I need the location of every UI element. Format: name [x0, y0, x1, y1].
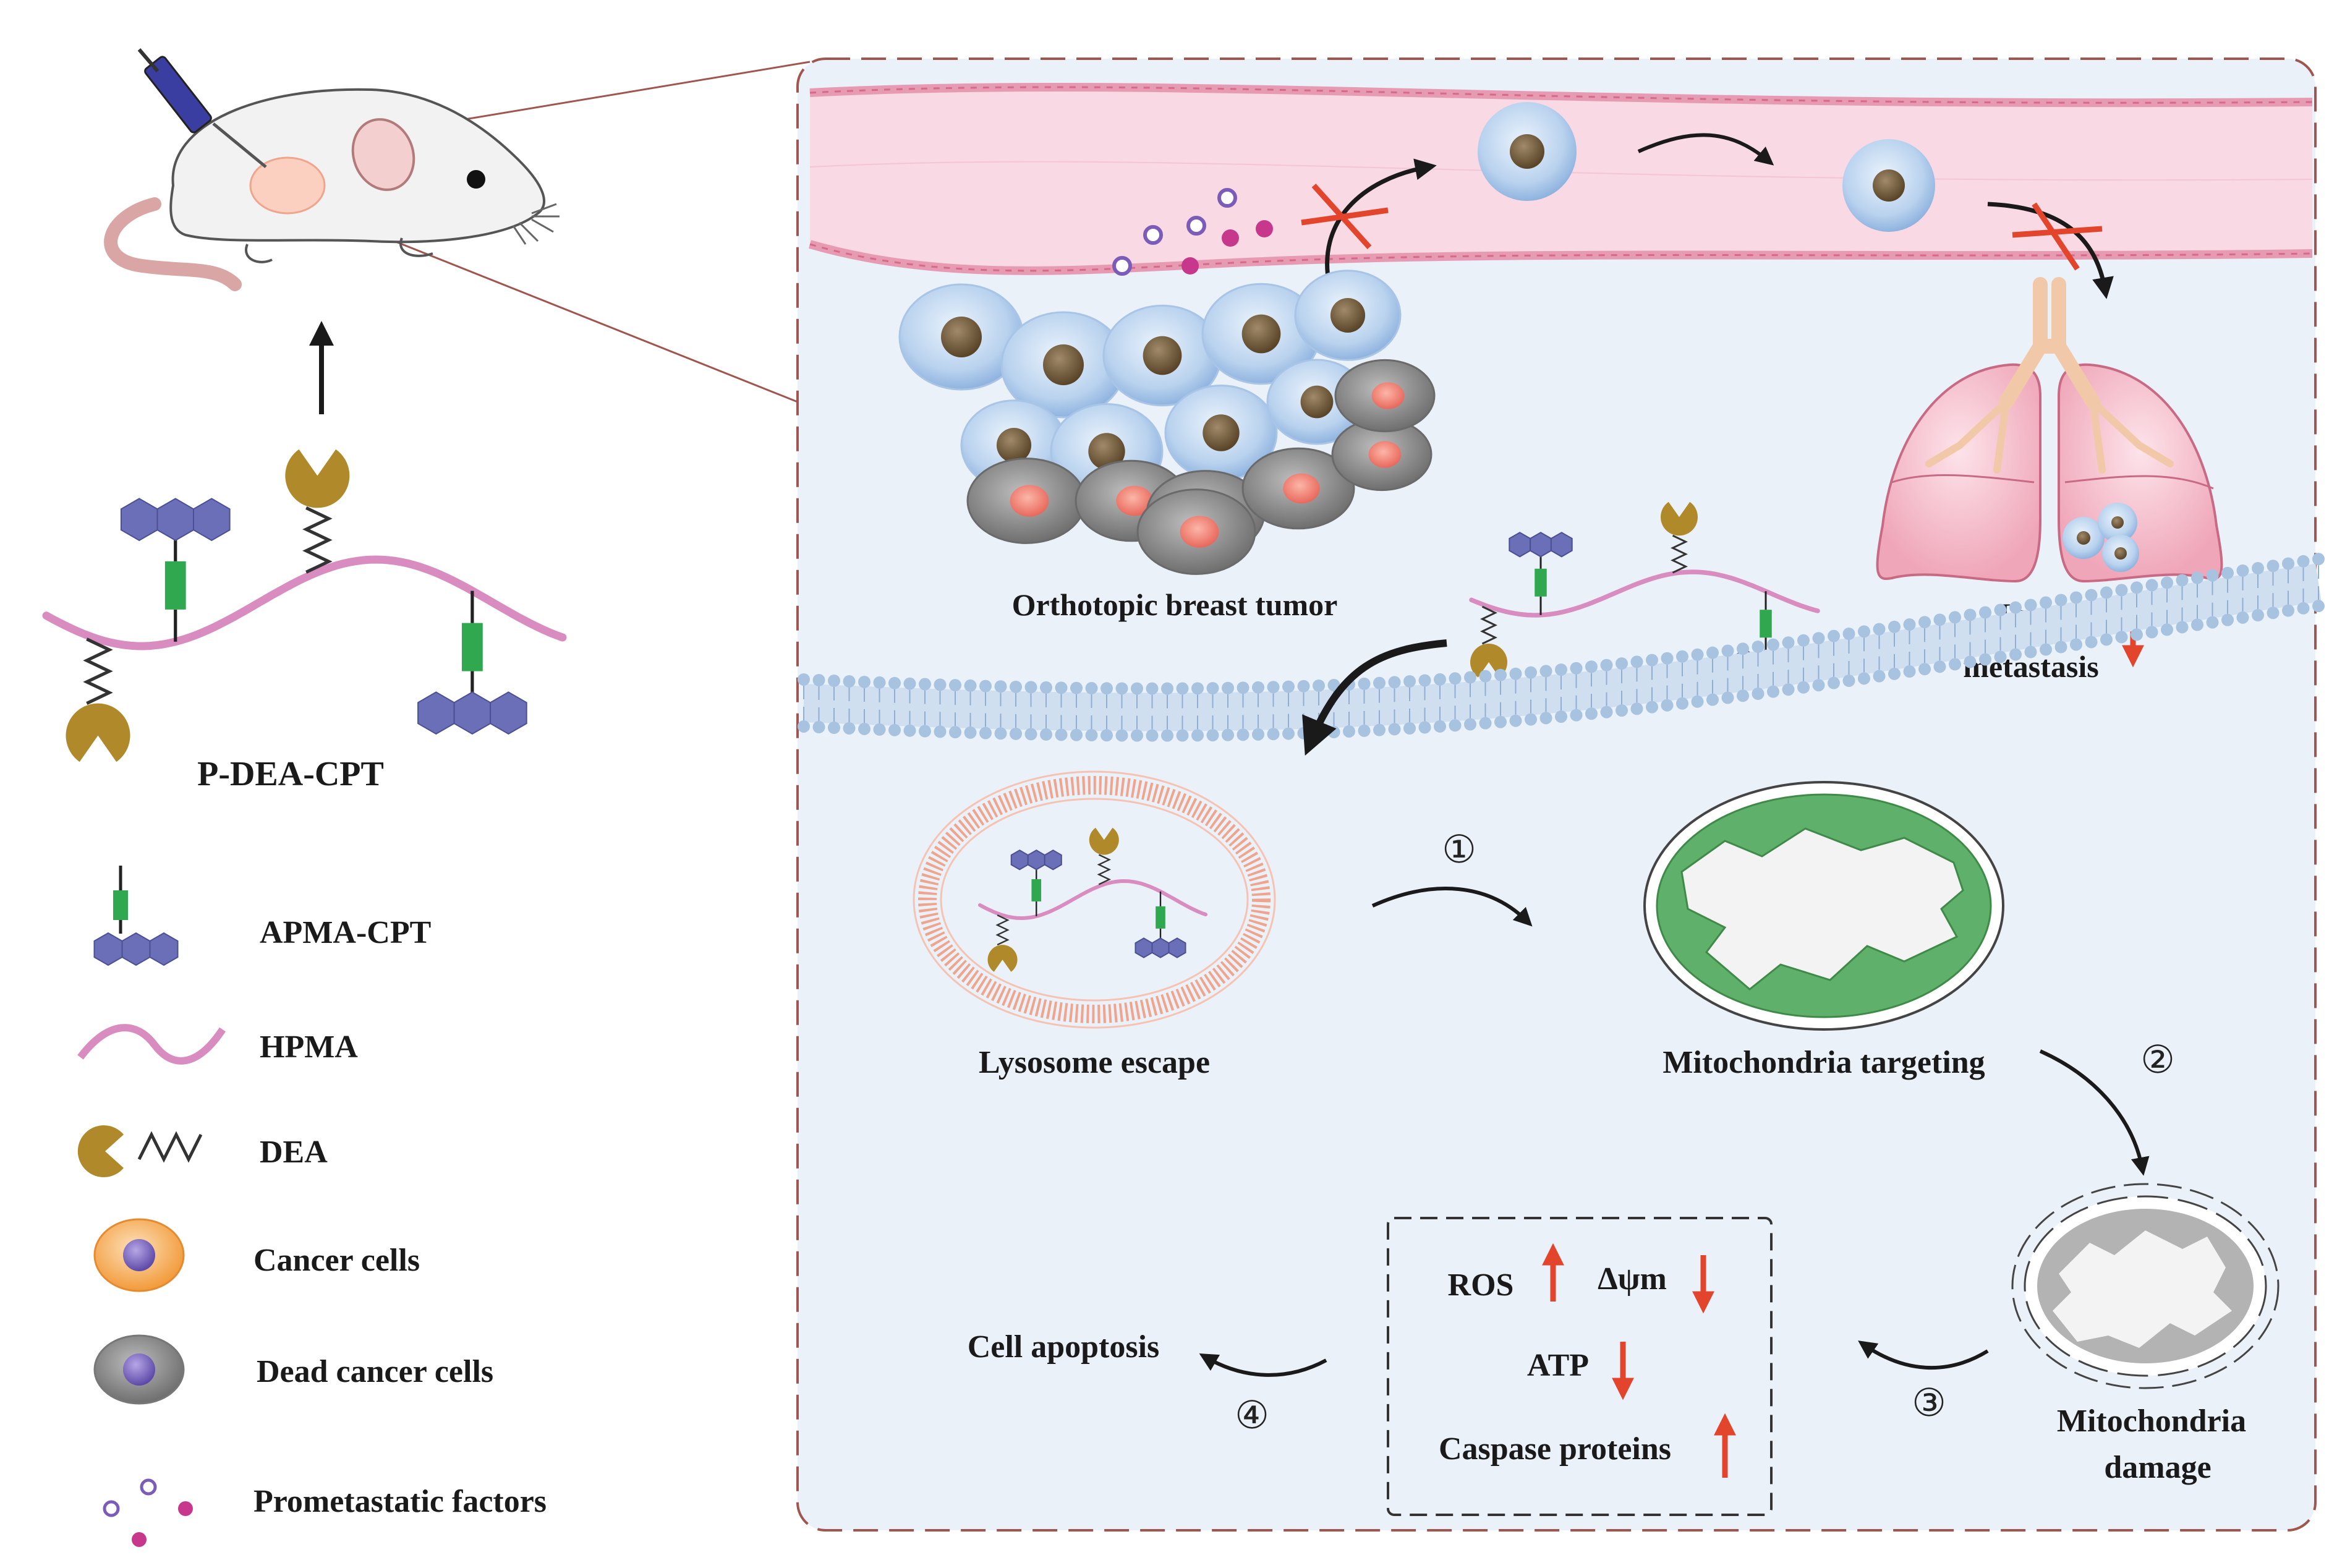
- cell-entry-arrow: [1302, 639, 1447, 756]
- damaged-mitochondria-icon: [2011, 1183, 2280, 1389]
- atp-label: ATP: [1527, 1348, 1589, 1383]
- prometastatic-factors-cluster: [1112, 188, 1273, 276]
- step-4-arrow: [1199, 1353, 1327, 1377]
- ros-label: ROS: [1448, 1268, 1514, 1303]
- conjugate-label: P-DEA-CPT: [197, 755, 384, 793]
- mitochondria-damage-label-line1: Mitochondria: [2057, 1404, 2246, 1439]
- circulating-tumor-cell: [1842, 139, 1935, 232]
- p-dea-cpt-conjugate: [42, 449, 567, 762]
- legend-label-cancer-cells: Cancer cells: [253, 1243, 420, 1278]
- prometastatic-factors-icon: [103, 1478, 193, 1547]
- legend-label-prometastatic-factors: Prometastatic factors: [253, 1484, 547, 1519]
- legend-label-hpma: HPMA: [260, 1029, 358, 1065]
- mitochondria-icon: [1643, 781, 2004, 1031]
- step-4-number: ④: [1235, 1392, 1269, 1438]
- apma-cpt-icon: [93, 866, 179, 966]
- circulating-tumor-cell: [1478, 102, 1577, 201]
- conjugate-in-lysosome: [978, 827, 1207, 972]
- lysosome: [913, 770, 1276, 1029]
- cell-membrane: [798, 553, 2325, 742]
- step-2-number: ②: [2140, 1037, 2175, 1082]
- block-cross-icon: [1301, 183, 1389, 250]
- mouse-icon: [104, 48, 560, 291]
- biomarker-box: [1387, 1217, 1773, 1516]
- dea-icon: [77, 1125, 203, 1177]
- lung-icon: [1876, 277, 2223, 583]
- mitochondria-targeting-label: Mitochondria targeting: [1662, 1045, 1985, 1080]
- mechanism-panel: Orthotopic breast tumor Lung metastasis: [309, 58, 2325, 1532]
- dead-cancer-cell-icon: [93, 1334, 185, 1405]
- legend: APMA-CPT HPMA DEA Cancer cells Dead canc…: [77, 866, 547, 1547]
- delta-psi-m-label: Δψm: [1598, 1261, 1667, 1297]
- step-3-arrow: [1858, 1340, 1989, 1370]
- caspase-proteins-label: Caspase proteins: [1439, 1431, 1671, 1467]
- step-1-arrow: [1371, 887, 1533, 927]
- mitochondria-damage-label-line2: damage: [2104, 1450, 2211, 1485]
- legend-label-dead-cancer-cells: Dead cancer cells: [257, 1354, 493, 1389]
- step-3-number: ③: [1912, 1380, 1946, 1425]
- circulation-arrow: [1637, 133, 1774, 166]
- legend-label-apma-cpt: APMA-CPT: [260, 915, 431, 950]
- extravasation-arrow: [1987, 202, 2114, 299]
- block-cross-icon: [2012, 202, 2103, 271]
- step-2-arrow: [2039, 1049, 2150, 1176]
- cell-apoptosis-label: Cell apoptosis: [968, 1329, 1160, 1365]
- cancer-cell-icon: [93, 1218, 185, 1292]
- legend-label-dea: DEA: [260, 1135, 328, 1170]
- orthotopic-tumor-label: Orthotopic breast tumor: [1012, 587, 1338, 622]
- lysosome-escape-label: Lysosome escape: [979, 1045, 1210, 1080]
- hpma-icon: [77, 1024, 226, 1065]
- orthotopic-tumor-mass: [898, 270, 1436, 575]
- step-1-number: ①: [1442, 827, 1476, 872]
- intravasation-arrow: [1325, 158, 1437, 285]
